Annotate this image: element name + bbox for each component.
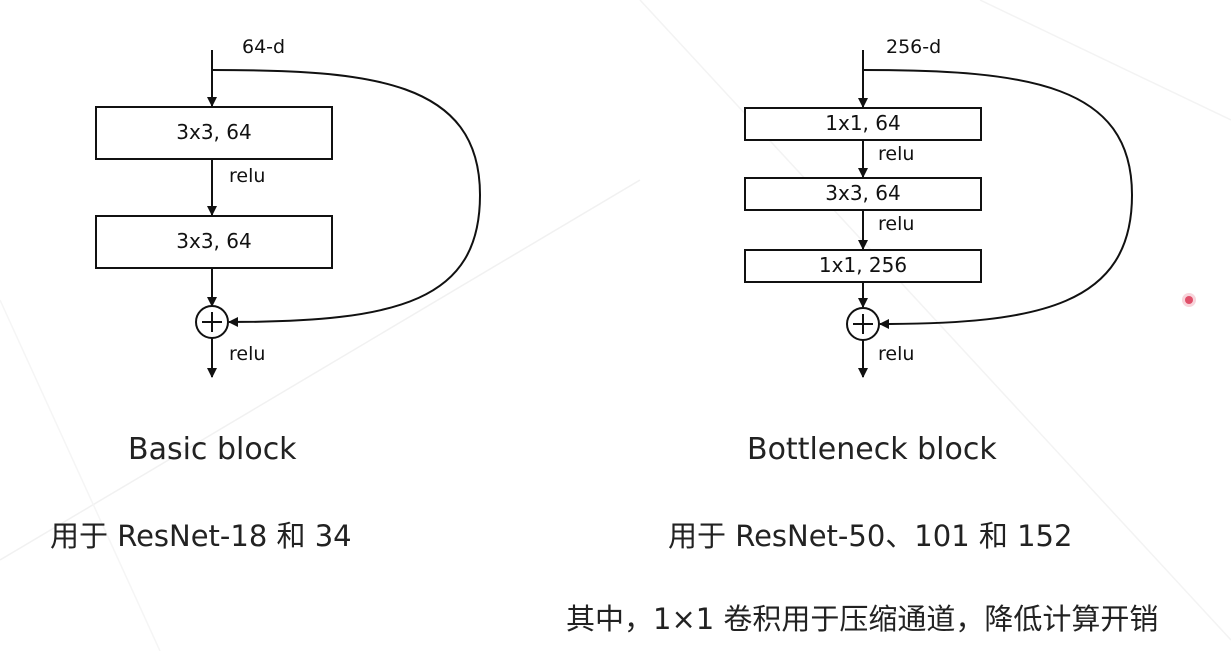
basic-relu-2: relu (229, 343, 266, 365)
basic-skip-connection (211, 69, 482, 327)
bottleneck-layer-2-label: 3x3, 64 (825, 181, 901, 205)
bottleneck-block-usage: 用于 ResNet-50、101 和 152 (668, 519, 1073, 553)
bottleneck-block (744, 50, 1134, 378)
bottleneck-block-title: Bottleneck block (747, 432, 997, 467)
bottleneck-relu-1: relu (878, 143, 915, 165)
basic-block (95, 50, 482, 378)
bottleneck-layer-3-label: 1x1, 256 (818, 253, 908, 277)
bottleneck-input-dim: 256-d (886, 36, 942, 58)
bottleneck-layer-1-label: 1x1, 64 (825, 111, 901, 135)
basic-input-dim: 64-d (242, 36, 286, 58)
basic-layer-1-box (95, 106, 333, 160)
bottleneck-block-note: 其中，1×1 卷积用于压缩通道，降低计算开销 (566, 602, 1159, 636)
bottleneck-relu-3: relu (878, 343, 915, 365)
basic-layer-1-label: 3x3, 64 (176, 120, 252, 144)
pointer-marker (1182, 293, 1196, 307)
basic-layer-2-label: 3x3, 64 (176, 229, 252, 253)
bottleneck-layer-1-box (744, 107, 982, 141)
basic-relu-1: relu (229, 165, 266, 187)
bottleneck-relu-2: relu (878, 213, 915, 235)
basic-layer-2-box (95, 215, 333, 269)
basic-block-title: Basic block (128, 432, 297, 467)
basic-block-usage: 用于 ResNet-18 和 34 (50, 519, 352, 553)
bottleneck-layer-2-box (744, 177, 982, 211)
bottleneck-layer-3-box (744, 249, 982, 283)
bottleneck-skip-connection (862, 69, 1134, 329)
